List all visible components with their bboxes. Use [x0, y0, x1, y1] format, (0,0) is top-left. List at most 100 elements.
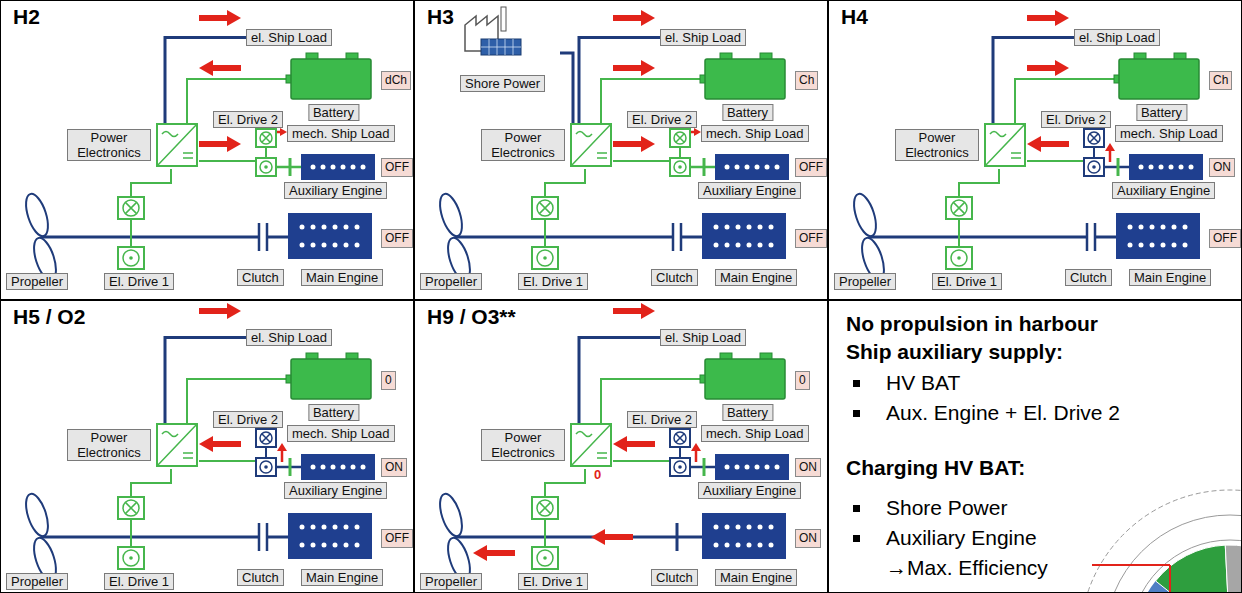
engine-dot: [344, 225, 349, 230]
state-box: OFF: [1209, 229, 1241, 248]
engine-dot: [745, 465, 750, 470]
flow-arrow: [613, 60, 655, 76]
engine-dot: [355, 543, 360, 548]
drive-symbol: [1090, 134, 1098, 142]
part-label: el. Ship Load: [665, 330, 741, 345]
drive-symbol: [260, 132, 272, 144]
engine-dot: [311, 543, 316, 548]
part-label: Clutch: [656, 570, 693, 585]
flow-value: 0: [594, 463, 601, 487]
propeller-shaft: [455, 536, 702, 539]
load-box: mech. Ship Load: [287, 125, 395, 142]
drive-symbol: [946, 197, 972, 219]
drive-wire: [544, 519, 546, 547]
drive-symbol: [539, 502, 550, 513]
engine-dot: [1161, 243, 1166, 248]
engine-dot: [747, 543, 752, 548]
dc-line: [131, 169, 171, 197]
battery: Battery: [700, 351, 795, 423]
converter-symbol: [571, 124, 611, 166]
panel-illustration: [22, 303, 375, 583]
load-box: el. Ship Load: [660, 329, 746, 346]
flow-arrow: [613, 303, 655, 319]
drive-symbol: [129, 556, 133, 560]
part-label: Battery: [308, 104, 359, 121]
drive-symbol: [123, 200, 139, 216]
drive-symbol: [953, 202, 964, 213]
clutch-label: Clutch: [1065, 269, 1112, 286]
propeller-shaft: [267, 236, 288, 239]
part-label: mech. Ship Load: [292, 126, 390, 141]
engine-dot: [747, 525, 752, 530]
drive-symbol: [670, 158, 690, 176]
panel-icons: [415, 1, 829, 301]
chart-wedge: [1225, 545, 1242, 593]
part-label: Auxiliary Engine: [284, 482, 387, 499]
drive-symbol: [951, 250, 967, 266]
main-engine: Main Engine: [702, 213, 802, 287]
drive-symbol: [674, 432, 686, 444]
panel-illustration: [436, 303, 789, 583]
panel-icons: [1, 301, 415, 593]
engine-block: [1129, 154, 1203, 180]
engine-dot: [351, 165, 356, 170]
propeller-blade: [436, 491, 467, 538]
mode-panel: H3Shore Powerel. Ship LoadBatteryChPower…: [414, 0, 828, 300]
state-box: Ch: [1209, 71, 1232, 90]
note-text: →Max. Efficiency: [886, 556, 1048, 580]
auxiliary-engine: Auxiliary Engine: [1112, 151, 1224, 199]
bullet: [853, 410, 860, 417]
part-label: el. Ship Load: [251, 330, 327, 345]
flow-arrow: [1027, 136, 1069, 152]
mode-panel: H5 / O2el. Ship LoadBattery0Power Electr…: [0, 300, 414, 593]
engine-block: [1116, 213, 1200, 259]
drive-symbol: [118, 197, 144, 219]
electric-drive: El. Drive 2: [213, 111, 288, 177]
note-text: No propulsion in harbour: [846, 312, 1098, 336]
auxiliary-engine: Auxiliary Engine: [698, 151, 810, 199]
part-label: Power Electronics: [481, 429, 565, 461]
clutch-label: Clutch: [651, 269, 698, 286]
engine-dot: [311, 243, 316, 248]
engine-block: [301, 154, 375, 180]
drive-symbol: [674, 161, 686, 173]
engine-dot: [322, 543, 327, 548]
panel-icons: [415, 301, 829, 593]
auxiliary-engine: Auxiliary Engine: [284, 151, 396, 199]
propeller-blade: [436, 191, 467, 238]
load-box: el. Ship Load: [246, 29, 332, 46]
dc-line: [959, 169, 999, 197]
engine-dot: [322, 525, 327, 530]
engine-dot: [1139, 165, 1144, 170]
engine-dot: [1159, 165, 1164, 170]
dc-line: [1027, 160, 1041, 162]
engine-dot: [736, 243, 741, 248]
power-electronics: Power Electronics: [67, 124, 199, 169]
part-label: Main Engine: [301, 569, 383, 586]
state-text: 0: [799, 373, 806, 387]
mode-title: H4: [841, 5, 868, 29]
state-box: OFF: [381, 529, 413, 548]
engine-dot: [355, 225, 360, 230]
note-text: Auxiliary Engine: [886, 526, 1037, 550]
engine-dot: [775, 465, 780, 470]
flow-arrow: [199, 436, 241, 452]
engine-dot: [344, 543, 349, 548]
clutch-symbol: [676, 523, 679, 551]
electric-drive: El. Drive 1: [518, 197, 590, 291]
drive-wire: [627, 160, 670, 162]
drive-symbol: [256, 158, 276, 176]
part-label: Clutch: [242, 570, 279, 585]
engine-dot: [725, 543, 730, 548]
battery-body: [705, 359, 785, 399]
engine-dot: [714, 243, 719, 248]
drive-symbol: [951, 200, 967, 216]
state-text: OFF: [1213, 231, 1237, 245]
drive-symbol: [537, 250, 553, 266]
state-box: OFF: [381, 229, 413, 248]
power-electronics: Power Electronics: [895, 124, 1027, 169]
propeller-shaft: [41, 536, 259, 539]
engine-dot: [735, 465, 740, 470]
engine-dot: [331, 465, 336, 470]
